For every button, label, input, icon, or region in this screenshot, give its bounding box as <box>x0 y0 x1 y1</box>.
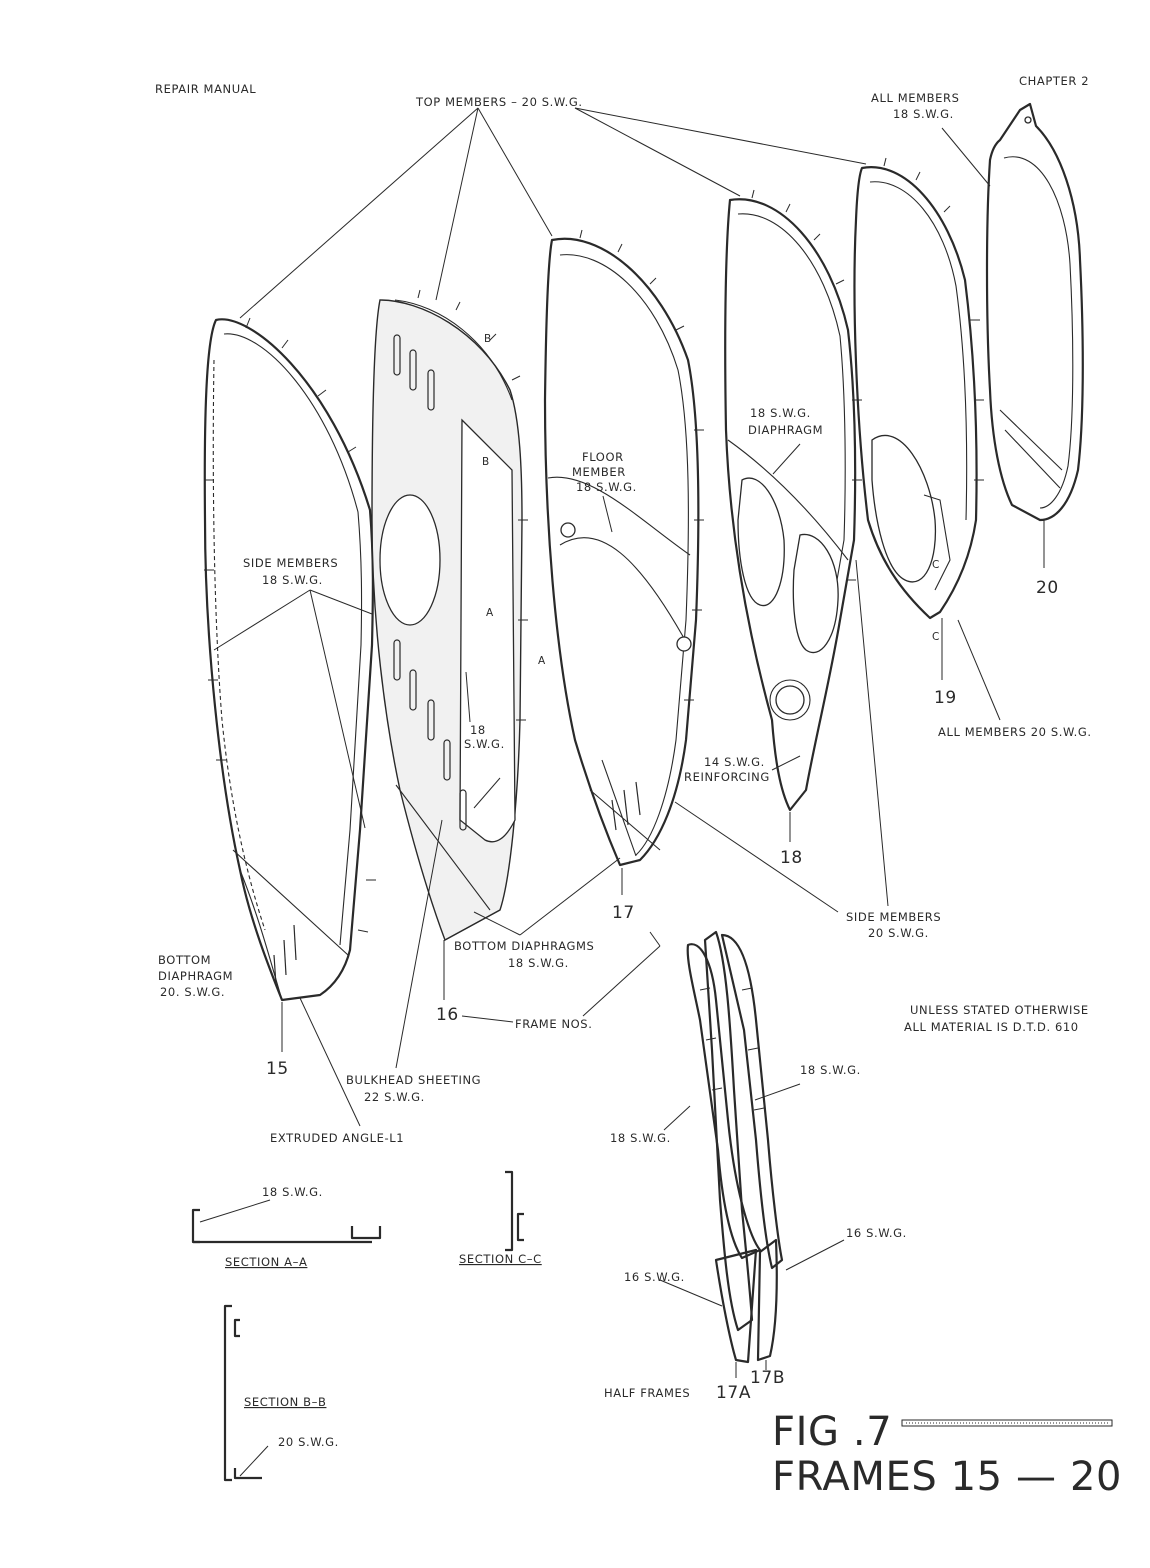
label-side-members-20-line2: 20 S.W.G. <box>868 926 929 940</box>
label-frame-nos: FRAME NOS. <box>515 1017 592 1031</box>
label-all-members-20: ALL MEMBERS 20 S.W.G. <box>938 725 1092 739</box>
label-side-members-18-line1: SIDE MEMBERS <box>243 556 338 570</box>
label-section-bb: SECTION B–B <box>244 1395 326 1409</box>
label-unless-line1: UNLESS STATED OTHERWISE <box>910 1003 1089 1017</box>
frame-20-drawing <box>985 102 1084 522</box>
label-half-18-left: 18 S.W.G. <box>610 1131 671 1145</box>
frame-number-19: 19 <box>934 688 957 708</box>
label-inner-18-line1: 18 <box>470 723 486 737</box>
label-half-16-left: 16 S.W.G. <box>624 1270 685 1284</box>
marker-c-upper: C <box>932 559 940 571</box>
label-floor-member-line2: MEMBER <box>572 465 626 479</box>
figure-caption: FRAMES 15 — 20 <box>772 1454 1122 1500</box>
frame-numbers: 15 16 17 18 19 20 17A 17B <box>266 578 1059 1403</box>
label-bottom-diaphragms-line2: 18 S.W.G. <box>508 956 569 970</box>
figure-title: FIG .7 FRAMES 15 — 20 <box>772 1409 1122 1500</box>
label-bulkhead-line2: 22 S.W.G. <box>364 1090 425 1104</box>
frame-17-drawing <box>543 229 704 867</box>
label-reinforcing-line2: REINFORCING <box>684 770 770 784</box>
label-all-members-18-line2: 18 S.W.G. <box>893 107 954 121</box>
marker-c-lower: C <box>932 631 940 643</box>
title-rule <box>901 1419 1113 1427</box>
frame-number-17a: 17A <box>716 1383 751 1403</box>
figure-number: FIG .7 <box>772 1409 892 1455</box>
label-unless-line2: ALL MATERIAL IS D.T.D. 610 <box>904 1020 1079 1034</box>
label-section-cc: SECTION C–C <box>459 1252 542 1266</box>
label-top-members: TOP MEMBERS – 20 S.W.G. <box>415 95 583 109</box>
label-floor-member-line1: FLOOR <box>582 450 624 464</box>
frame-number-18: 18 <box>780 848 803 868</box>
frame-19-drawing <box>853 157 984 620</box>
marker-b-bottom: B <box>482 456 490 468</box>
frame-number-16: 16 <box>436 1005 459 1025</box>
label-inner-18-line2: S.W.G. <box>464 737 505 751</box>
header-chapter: CHAPTER 2 <box>1019 74 1089 88</box>
leader-lines <box>199 107 1045 1477</box>
label-diaphragm-18-line2: DIAPHRAGM <box>748 423 823 437</box>
frame-number-17: 17 <box>612 903 635 923</box>
label-floor-member-line3: 18 S.W.G. <box>576 480 637 494</box>
callout-labels: TOP MEMBERS – 20 S.W.G. ALL MEMBERS 18 S… <box>158 91 1092 1449</box>
label-bottom-diaphragm-line2: DIAPHRAGM <box>158 969 233 983</box>
frame-18-drawing <box>724 189 862 812</box>
frame-16-drawing <box>371 289 528 942</box>
half-frames-drawing <box>686 930 784 1364</box>
label-all-members-18-line1: ALL MEMBERS <box>871 91 960 105</box>
label-reinforcing-line1: 14 S.W.G. <box>704 755 765 769</box>
frame-number-15: 15 <box>266 1059 289 1079</box>
label-half-frames: HALF FRAMES <box>604 1386 690 1400</box>
frame-15-drawing <box>203 317 376 1002</box>
section-profiles <box>191 1170 524 1482</box>
label-diaphragm-18-line1: 18 S.W.G. <box>750 406 811 420</box>
label-bulkhead-line1: BULKHEAD SHEETING <box>346 1073 481 1087</box>
label-bottom-diaphragm-line3: 20. S.W.G. <box>160 985 225 999</box>
label-side-members-20-line1: SIDE MEMBERS <box>846 910 941 924</box>
label-section-aa-swg: 18 S.W.G. <box>262 1185 323 1199</box>
label-bottom-diaphragms-line1: BOTTOM DIAPHRAGMS <box>454 939 594 953</box>
marker-a-left: A <box>486 607 494 619</box>
frame-number-20: 20 <box>1036 578 1059 598</box>
label-extruded-angle: EXTRUDED ANGLE-L1 <box>270 1131 404 1145</box>
label-bottom-diaphragm-line1: BOTTOM <box>158 953 211 967</box>
label-half-18-right: 18 S.W.G. <box>800 1063 861 1077</box>
label-side-members-18-line2: 18 S.W.G. <box>262 573 323 587</box>
marker-b-top: B <box>484 333 492 345</box>
header-repair-manual: REPAIR MANUAL <box>155 82 256 96</box>
label-section-bb-swg: 20 S.W.G. <box>278 1435 339 1449</box>
frame-number-17b: 17B <box>750 1368 785 1388</box>
label-section-aa: SECTION A–A <box>225 1255 307 1269</box>
label-half-16-right: 16 S.W.G. <box>846 1226 907 1240</box>
marker-a-right: A <box>538 655 546 667</box>
